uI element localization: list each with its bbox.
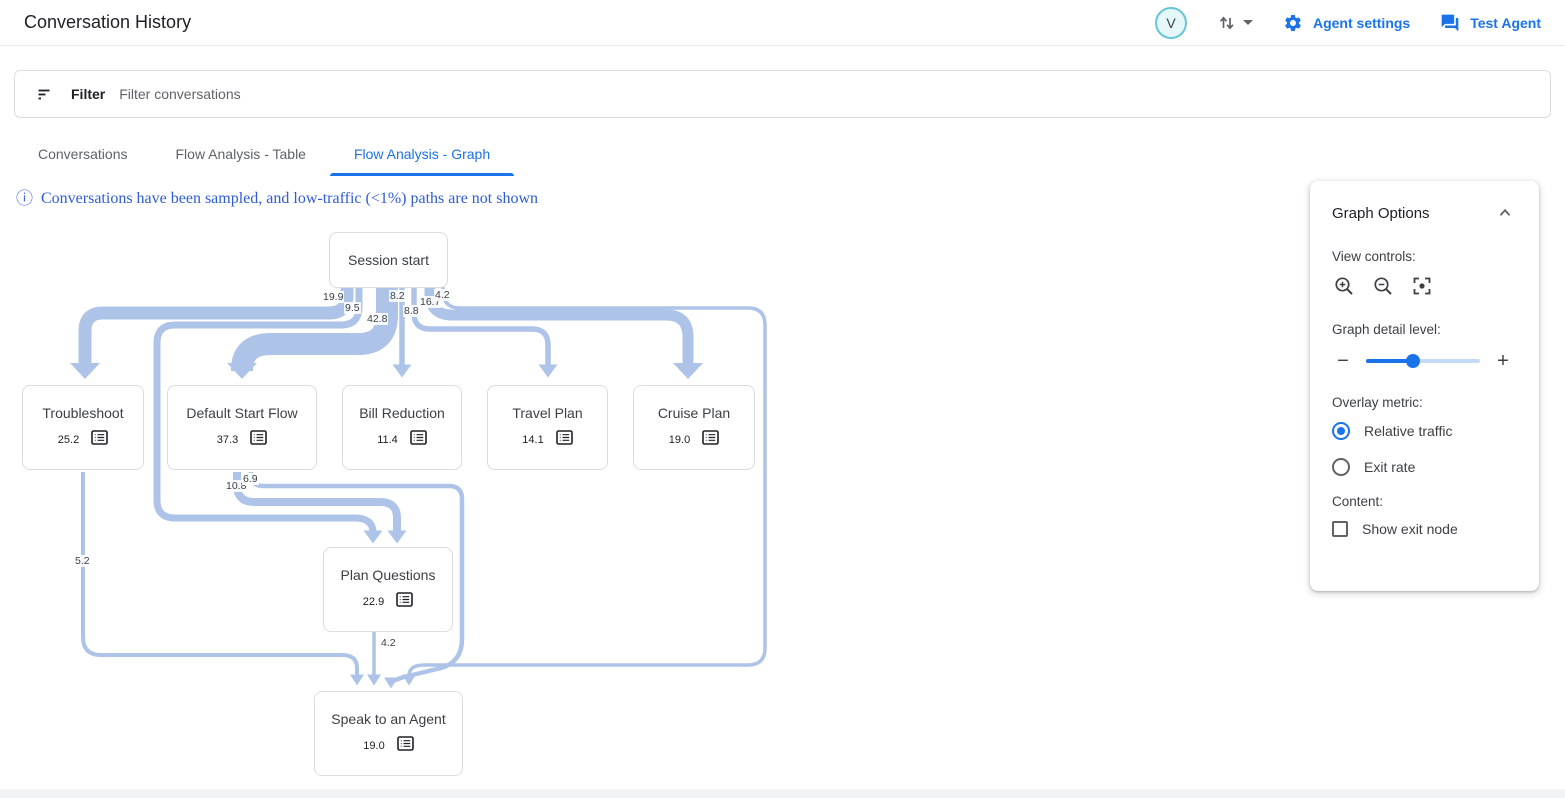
node-title: Cruise Plan bbox=[657, 405, 731, 421]
agent-settings-button[interactable]: Agent settings bbox=[1281, 11, 1410, 35]
graph-detail-level-label: Graph detail level: bbox=[1332, 322, 1441, 337]
filter-bar[interactable]: Filter bbox=[14, 70, 1551, 118]
page-list-icon[interactable] bbox=[250, 430, 268, 450]
test-agent-button[interactable]: Test Agent bbox=[1438, 11, 1541, 35]
radio-unselected-icon[interactable] bbox=[1332, 458, 1350, 476]
node-title: Plan Questions bbox=[340, 567, 436, 583]
edge-label: 42.8 bbox=[366, 313, 389, 325]
flow-node-session-start[interactable]: Session start bbox=[329, 232, 448, 288]
overlay-option-label: Relative traffic bbox=[1364, 423, 1453, 439]
sampling-notice: ⓘ Conversations have been sampled, and l… bbox=[16, 190, 538, 208]
filter-conversations-input[interactable] bbox=[119, 86, 540, 102]
overlay-option-exit-rate[interactable]: Exit rate bbox=[1332, 458, 1517, 476]
detail-level-slider[interactable] bbox=[1366, 354, 1480, 368]
flow-node-plan-questions[interactable]: Plan Questions 22.9 bbox=[323, 547, 453, 632]
tab-conversations[interactable]: Conversations bbox=[38, 146, 128, 162]
view-controls-label: View controls: bbox=[1332, 249, 1416, 264]
graph-options-panel: Graph Options View controls: bbox=[1310, 181, 1539, 591]
slider-track bbox=[1366, 359, 1480, 363]
flow-node-bill-reduction[interactable]: Bill Reduction 11.4 bbox=[342, 385, 462, 470]
page-list-icon[interactable] bbox=[396, 592, 414, 612]
node-traffic-value: 22.9 bbox=[362, 596, 385, 608]
zoom-out-button[interactable] bbox=[1371, 274, 1395, 298]
slider-fill bbox=[1366, 359, 1413, 363]
flow-node-cruise-plan[interactable]: Cruise Plan 19.0 bbox=[633, 385, 755, 470]
agent-settings-label: Agent settings bbox=[1312, 14, 1411, 31]
node-traffic-value: 14.1 bbox=[522, 434, 544, 446]
collapse-panel-button[interactable] bbox=[1493, 201, 1517, 225]
flow-node-troubleshoot[interactable]: Troubleshoot 25.2 bbox=[22, 385, 144, 470]
tab-flow-analysis-graph[interactable]: Flow Analysis - Graph bbox=[329, 132, 515, 176]
flow-node-travel-plan[interactable]: Travel Plan 14.1 bbox=[487, 385, 608, 470]
show-exit-node-option[interactable]: Show exit node bbox=[1332, 521, 1517, 537]
center-graph-button[interactable] bbox=[1410, 274, 1434, 298]
page-list-icon[interactable] bbox=[409, 430, 427, 450]
page-list-icon[interactable] bbox=[702, 430, 720, 450]
page-list-icon[interactable] bbox=[396, 736, 414, 756]
node-title: Troubleshoot bbox=[42, 405, 124, 421]
node-traffic-value: 19.0 bbox=[363, 740, 385, 752]
node-title: Travel Plan bbox=[512, 405, 583, 421]
node-traffic-value: 19.0 bbox=[668, 434, 691, 446]
bottom-strip bbox=[0, 789, 1565, 798]
tab-bar: Conversations Flow Analysis - Table Flow… bbox=[14, 132, 515, 176]
chevron-down-icon bbox=[1242, 20, 1253, 25]
filter-icon bbox=[33, 82, 57, 106]
edge-label: 10.8 bbox=[225, 480, 248, 492]
node-title: Session start bbox=[348, 252, 429, 268]
edge-label: 8.8 bbox=[403, 305, 420, 317]
node-traffic-value: 11.4 bbox=[377, 434, 398, 446]
radio-selected-icon[interactable] bbox=[1332, 422, 1350, 440]
sampling-notice-text: Conversations have been sampled, and low… bbox=[41, 190, 539, 207]
page-list-icon[interactable] bbox=[555, 430, 573, 450]
node-traffic-value: 37.3 bbox=[216, 434, 239, 446]
node-title: Bill Reduction bbox=[359, 405, 445, 421]
top-app-bar: Conversation History V bbox=[0, 0, 1565, 46]
overlay-option-label: Exit rate bbox=[1364, 459, 1416, 475]
flow-graph-canvas[interactable]: 19.9 9.5 42.8 8.2 8.8 16.7 4.2 5.2 10.8 … bbox=[0, 225, 800, 798]
swap-vert-icon bbox=[1215, 11, 1239, 35]
gear-icon bbox=[1281, 11, 1305, 35]
checkbox-unchecked-icon[interactable] bbox=[1332, 521, 1348, 537]
page-list-icon[interactable] bbox=[91, 430, 109, 450]
test-agent-label: Test Agent bbox=[1470, 14, 1541, 31]
edge-label: 6.9 bbox=[242, 473, 259, 485]
edge-label: 8.2 bbox=[389, 290, 406, 302]
detail-decrease-button[interactable]: − bbox=[1337, 350, 1349, 372]
avatar-initial: V bbox=[1166, 14, 1176, 31]
sort-order-control[interactable] bbox=[1215, 11, 1253, 35]
flow-node-default-start-flow[interactable]: Default Start Flow 37.3 bbox=[167, 385, 317, 470]
detail-increase-button[interactable]: + bbox=[1497, 350, 1509, 372]
edge-label: 19.9 bbox=[322, 291, 345, 303]
show-exit-node-label: Show exit node bbox=[1362, 521, 1458, 537]
filter-label: Filter bbox=[71, 86, 106, 102]
page-title: Conversation History bbox=[24, 12, 192, 32]
slider-thumb[interactable] bbox=[1405, 354, 1420, 368]
tab-flow-analysis-table[interactable]: Flow Analysis - Table bbox=[175, 146, 306, 162]
edge-label: 4.2 bbox=[434, 289, 451, 301]
node-traffic-value: 25.2 bbox=[57, 434, 80, 446]
user-avatar[interactable]: V bbox=[1154, 6, 1187, 39]
overlay-metric-label: Overlay metric: bbox=[1332, 395, 1423, 410]
zoom-in-button[interactable] bbox=[1332, 274, 1356, 298]
node-title: Default Start Flow bbox=[186, 405, 298, 421]
overlay-option-relative-traffic[interactable]: Relative traffic bbox=[1332, 422, 1517, 440]
graph-options-title: Graph Options bbox=[1332, 204, 1430, 222]
content-label: Content: bbox=[1332, 494, 1384, 509]
flow-node-speak-to-an-agent[interactable]: Speak to an Agent 19.0 bbox=[314, 691, 463, 776]
edge-label: 5.2 bbox=[74, 555, 91, 567]
edge-label: 4.2 bbox=[380, 637, 397, 649]
node-title: Speak to an Agent bbox=[331, 711, 446, 727]
chat-icon bbox=[1438, 11, 1462, 35]
info-icon: ⓘ bbox=[16, 188, 33, 209]
edge-label: 9.5 bbox=[344, 302, 361, 314]
